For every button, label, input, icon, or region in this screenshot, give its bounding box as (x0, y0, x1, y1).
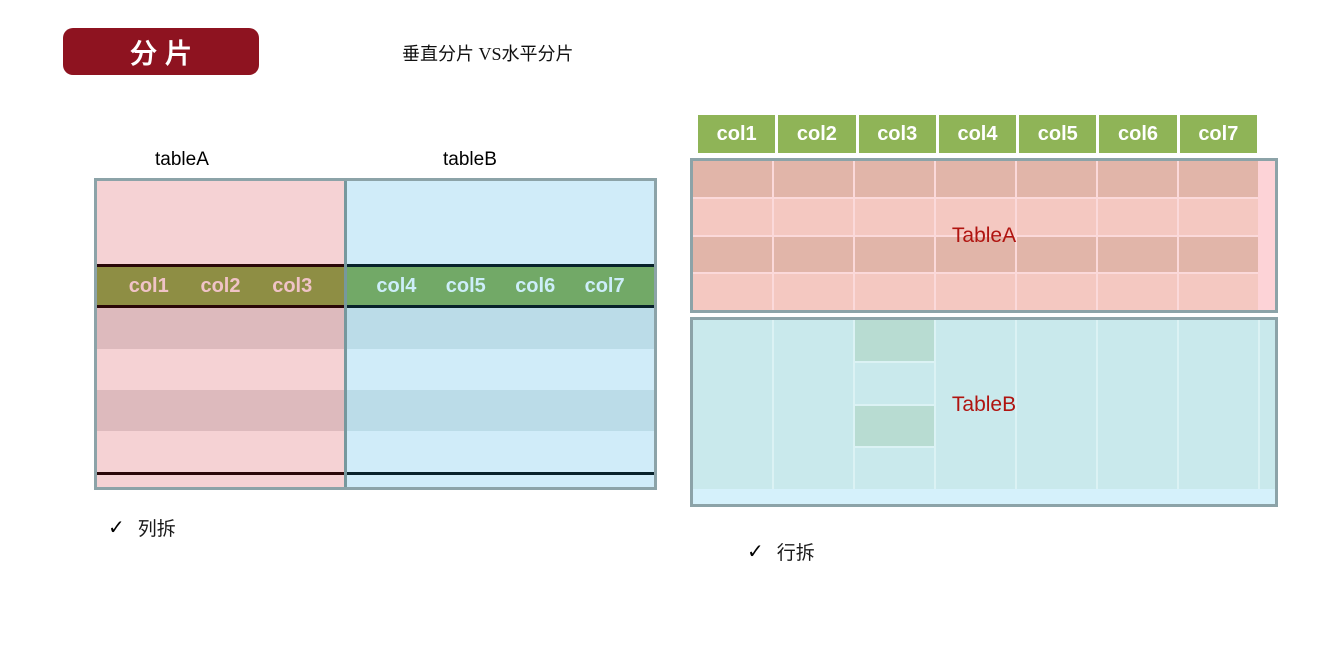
grid-cell (1098, 274, 1177, 310)
tablea-label: tableA (155, 149, 209, 170)
grid-cell (855, 161, 934, 197)
tablea-top-section (97, 181, 344, 264)
vertical-tablea-half: col1 col2 col3 (97, 181, 344, 487)
grid-cell (936, 198, 1015, 235)
grid-cell (1017, 161, 1096, 197)
tableb-columns-area (693, 320, 1275, 489)
grid-cell (1098, 198, 1177, 235)
grid-cell (1179, 274, 1258, 310)
tableb-top-section (347, 181, 654, 264)
tableb-column (693, 320, 772, 489)
caption-text: 列拆 (137, 519, 176, 540)
grid-cell (936, 274, 1015, 310)
column-label: col5 (445, 274, 486, 297)
tableb-column (1098, 320, 1177, 489)
checkmark-icon: ✓ (108, 517, 125, 539)
grid-cell (936, 161, 1015, 197)
grid-cell (693, 161, 772, 197)
header-cell: col4 (938, 115, 1017, 153)
grid-cell (1017, 236, 1096, 273)
grid-cell (1098, 236, 1177, 273)
grid-cell (855, 448, 934, 489)
grid-cell (693, 236, 772, 273)
checkmark-icon: ✓ (747, 541, 764, 563)
divider-line (347, 264, 654, 267)
grid-cell (774, 198, 853, 235)
header-cell: col3 (858, 115, 936, 153)
grid-cell (855, 274, 934, 310)
horizontal-tablea-block: TableA (690, 158, 1278, 313)
column-label: col1 (128, 274, 169, 297)
column-split-caption: ✓ 列拆 (108, 514, 176, 541)
divider-line (97, 264, 344, 267)
row-split-caption: ✓ 行拆 (747, 538, 815, 565)
table-row (347, 390, 654, 431)
column-label: col4 (376, 274, 417, 297)
grid-cell (1179, 161, 1258, 197)
table-row (97, 349, 344, 390)
tableb-right-spacer (1260, 320, 1275, 489)
vertical-split-divider (344, 181, 347, 487)
table-row (97, 431, 344, 472)
grid-cell (1098, 161, 1177, 197)
column-label: col2 (200, 274, 241, 297)
tableb-column (1179, 320, 1258, 489)
tableb-column-3 (855, 320, 934, 489)
table-row (347, 349, 654, 390)
header-cell: col5 (1019, 115, 1097, 153)
divider-line (347, 305, 654, 308)
divider-line (97, 305, 344, 308)
header-cell: col2 (778, 115, 856, 153)
divider-line (97, 472, 344, 475)
table-row (97, 390, 344, 431)
column-label: col6 (515, 274, 556, 297)
tablea-right-strip (1258, 161, 1275, 310)
grid-cell (1017, 198, 1096, 235)
horizontal-tableb-block: TableB (690, 317, 1278, 507)
tableb-columns-band: col4 col5 col6 col7 (347, 267, 654, 305)
table-row (347, 308, 654, 349)
vertical-tableb-half: col4 col5 col6 col7 (347, 181, 654, 487)
grid-cell (855, 362, 934, 404)
tableb-column (936, 320, 1015, 489)
grid-cell (855, 236, 934, 273)
table-row (347, 431, 654, 472)
highlighted-cell (855, 405, 934, 447)
tableb-bottom-strip (347, 475, 654, 487)
grid-cell (1017, 274, 1096, 310)
column-label: col3 (272, 274, 313, 297)
tableb-column (774, 320, 853, 489)
horizontal-columns-header: col1 col2 col3 col4 col5 col6 col7 (698, 115, 1257, 153)
grid-cell (1179, 198, 1258, 235)
highlighted-cell (855, 320, 934, 361)
tableb-column (1017, 320, 1096, 489)
grid-cell (693, 274, 772, 310)
tableb-label: tableB (443, 149, 497, 170)
column-label: col7 (584, 274, 625, 297)
grid-cell (693, 198, 772, 235)
tablea-bottom-strip (97, 475, 344, 487)
tablea-grid (693, 161, 1258, 310)
header-cell: col1 (698, 115, 776, 153)
grid-cell (1179, 236, 1258, 273)
grid-cell (936, 236, 1015, 273)
header-cell: col6 (1099, 115, 1177, 153)
header-cell: col7 (1179, 115, 1257, 153)
subtitle: 垂直分片 VS水平分片 (402, 44, 574, 64)
table-row (97, 308, 344, 349)
grid-cell (774, 274, 853, 310)
tableb-bottom-strip (693, 489, 1275, 504)
vertical-sharding-diagram: col1 col2 col3 col4 col5 col6 col7 (94, 178, 657, 490)
divider-line (347, 472, 654, 475)
grid-cell (855, 198, 934, 235)
grid-cell (774, 236, 853, 273)
title-badge: 分片 (63, 28, 259, 75)
tablea-columns-band: col1 col2 col3 (97, 267, 344, 305)
grid-cell (774, 161, 853, 197)
caption-text: 行拆 (776, 543, 815, 564)
